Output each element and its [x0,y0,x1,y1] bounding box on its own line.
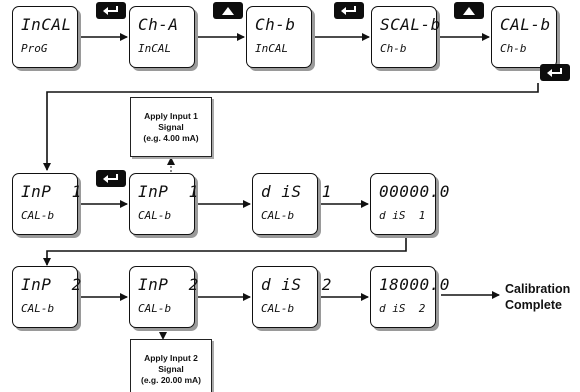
up-key [454,2,484,19]
note-line: Signal [158,363,184,374]
display-main-text: SCAL-b [380,15,441,34]
display-inp2-calb: InP 2 CAL-b [12,266,81,328]
display-main-text: d iS 2 [261,275,332,294]
note-line: (e.g. 20.00 mA) [141,374,201,385]
display-sub-text: d iS 2 [379,302,426,315]
display-sub-text: ProG [21,42,48,55]
note-line: (e.g. 4.00 mA) [143,132,199,143]
display-sub-text: CAL-b [261,302,295,315]
display-main-text: InP 1 [138,182,199,201]
display-chb-incal: Ch-b InCAL [246,6,312,68]
display-sub-text: d iS 1 [379,209,426,222]
display-inp2-calb-apply: InP 2 CAL-b [129,266,198,328]
display-sub-text: InCAL [138,42,172,55]
display-main-text: InP 2 [138,275,199,294]
display-main-text: InP 1 [21,182,82,201]
arrow-d5-d6 [43,83,539,171]
enter-key [96,170,126,187]
display-sub-text: CAL-b [261,209,295,222]
display-sub-text: CAL-b [21,209,55,222]
display-sub-text: CAL-b [138,209,172,222]
display-inp1-calb: InP 1 CAL-b [12,173,81,235]
display-sub-text: CAL-b [21,302,55,315]
display-main-text: InCAL [21,15,72,34]
display-inp1-calb-apply: InP 1 CAL-b [129,173,198,235]
display-calb-chb: CAL-b Ch-b [491,6,557,68]
enter-arrow-icon [547,68,562,77]
display-main-text: InP 2 [21,275,82,294]
display-incal-prog: InCAL ProG [12,6,78,68]
display-main-text: 18000.0 [379,275,450,294]
apply-input-2-note: Apply Input 2 Signal (e.g. 20.00 mA) [130,339,212,392]
display-value2-dis2: 18000.0 d iS 2 [370,266,449,328]
up-triangle-icon [463,6,475,15]
enter-key [96,2,126,19]
display-sub-text: CAL-b [138,302,172,315]
enter-arrow-icon [341,6,356,15]
final-line: Complete [505,298,562,312]
apply-input-1-note: Apply Input 1 Signal (e.g. 4.00 mA) [130,97,212,157]
arrow-d9-d10 [43,236,407,266]
final-line: Calibration [505,282,571,296]
display-main-text: d iS 1 [261,182,332,201]
display-dis1-calb: d iS 1 CAL-b [252,173,331,235]
enter-key [540,64,570,81]
display-main-text: Ch-b [255,15,296,34]
enter-arrow-icon [103,174,118,183]
note-line: Apply Input 1 [144,110,198,121]
up-triangle-icon [222,6,234,15]
enter-key [334,2,364,19]
display-sub-text: InCAL [255,42,289,55]
display-value1-dis1: 00000.0 d iS 1 [370,173,449,235]
note-line: Signal [158,121,184,132]
up-key [213,2,243,19]
enter-arrow-icon [103,6,118,15]
display-scalb-chb: SCAL-b Ch-b [371,6,440,68]
display-sub-text: Ch-b [380,42,407,55]
note-line: Apply Input 2 [144,352,198,363]
display-main-text: CAL-b [500,15,551,34]
display-dis2-calb: d iS 2 CAL-b [252,266,331,328]
display-main-text: 00000.0 [379,182,450,201]
display-cha-incal: Ch-A InCAL [129,6,195,68]
display-sub-text: Ch-b [500,42,527,55]
calibration-complete-label: Calibration Complete [505,281,570,313]
display-main-text: Ch-A [138,15,179,34]
